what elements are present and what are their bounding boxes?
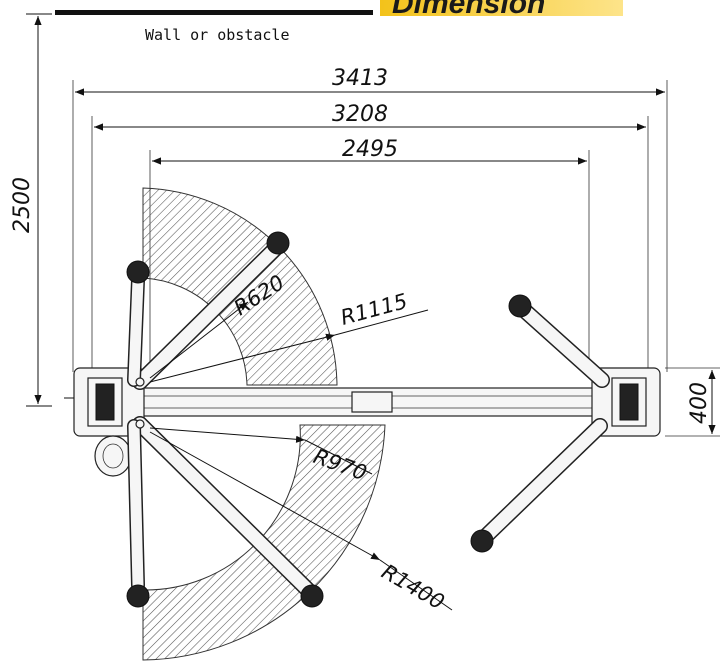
- radius-r1115-line: [149, 333, 336, 383]
- arm-pivot-upper-left: [135, 377, 145, 387]
- radius-r1400-line: [149, 431, 381, 561]
- dim-3413-label: 3413: [332, 66, 388, 91]
- arm-pad-lower-left-short: [126, 584, 150, 608]
- radius-r620-line: [149, 301, 249, 379]
- left-cylinder: [95, 383, 115, 421]
- right-cylinder: [619, 383, 639, 421]
- power-unit-motor-cap: [102, 443, 124, 469]
- radius-r1115-leader: [334, 309, 429, 336]
- dim-3208-label: 3208: [332, 102, 388, 127]
- arm-pad-upper-left-short: [126, 260, 150, 284]
- radius-r970-leader: [304, 439, 373, 475]
- arm-pad-upper-right: [508, 294, 532, 318]
- title-banner: [380, 0, 623, 16]
- arm-pad-upper-left-long: [266, 231, 290, 255]
- power-unit-motor: [94, 435, 132, 477]
- radius-r1115-label: R1115: [338, 289, 410, 330]
- arm-pad-lower-left-long: [300, 584, 324, 608]
- beam-coupler: [351, 391, 393, 413]
- radius-r970-line: [149, 427, 306, 443]
- diagram-title: Dimension: [392, 0, 545, 20]
- dim-2500-label: 2500: [10, 177, 35, 233]
- radius-r1400-leader: [379, 559, 453, 611]
- radius-r1400-label: R1400: [378, 560, 449, 615]
- arm-pivot-lower-left: [135, 419, 145, 429]
- dim-2495-label: 2495: [342, 137, 398, 162]
- wall-line: [55, 10, 373, 15]
- arm-pad-lower-right: [470, 529, 494, 553]
- wall-label: Wall or obstacle: [145, 26, 290, 44]
- dim-400-label: 400: [687, 382, 712, 424]
